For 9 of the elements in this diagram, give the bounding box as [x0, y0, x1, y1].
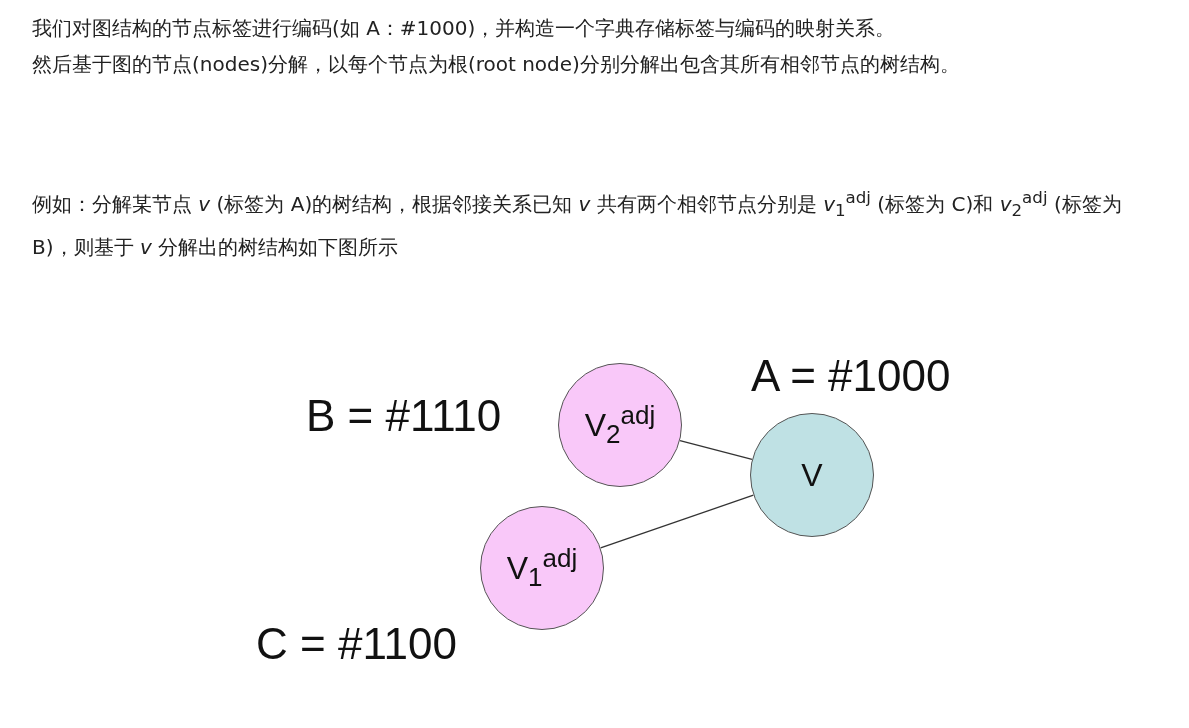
node-label: V	[801, 456, 823, 494]
paragraph-text: 例如：分解某节点 v (标签为 A)的树结构，根据邻接关系已知 v 共有两个相邻节点分别是 v$_{1}$$^{adj}$ (标签为 C)和 v$_{2}$$^{adj}$ (标签为 B)，则基于 v 分解出的树结构如下图所示	[32, 187, 1123, 261]
paragraph-text: 然后基于图的节点(nodes)分解，以每个节点为根(root node)分别分解出包含其所有相邻节点的树结构。	[32, 51, 961, 78]
node-code-label: A = #1000	[751, 351, 951, 401]
edge-line	[679, 439, 753, 461]
node-code-label: C = #1100	[256, 619, 457, 669]
node-code-label: B = #1110	[306, 391, 502, 441]
paragraph-text: 我们对图结构的节点标签进行编码(如 A：#1000)，并构造一个字典存储标签与编码的映射关系。	[32, 15, 897, 42]
edge-line	[599, 494, 755, 549]
